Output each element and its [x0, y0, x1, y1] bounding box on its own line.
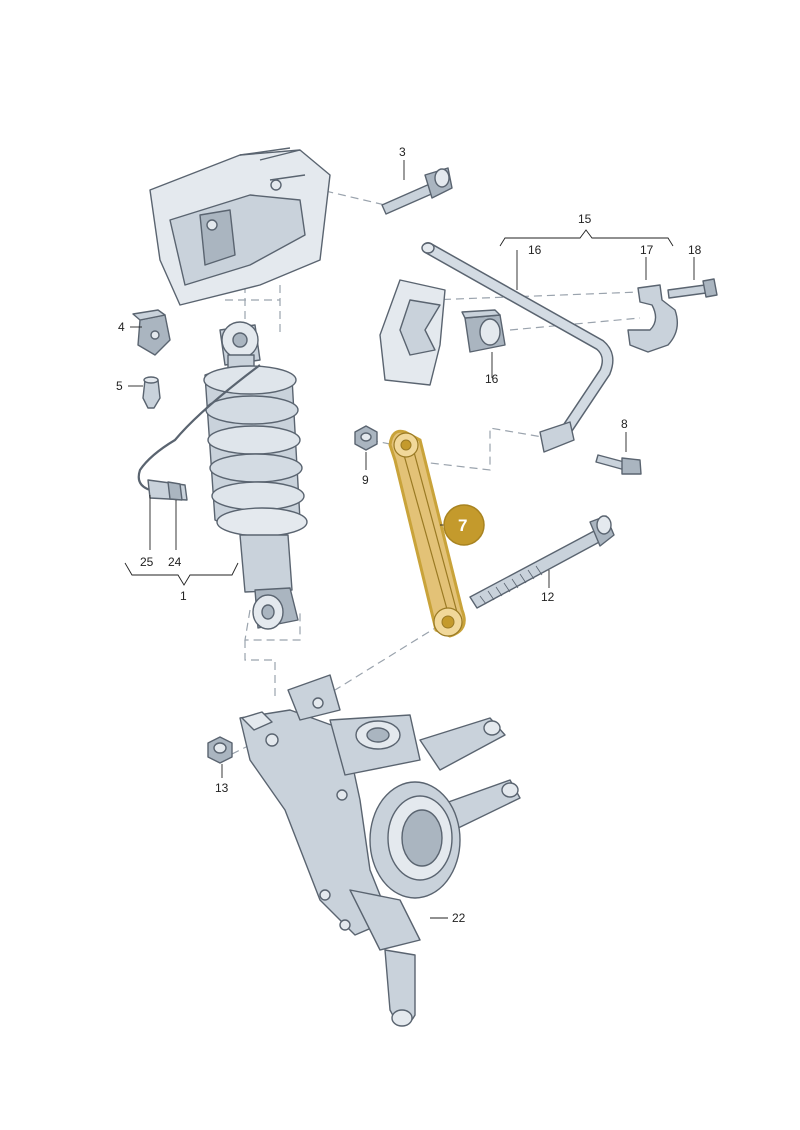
part-16-bush — [461, 309, 506, 353]
label-13: 13 — [215, 781, 229, 795]
label-16-top: 16 — [528, 243, 542, 257]
label-1: 1 — [180, 589, 187, 603]
label-22: 22 — [452, 911, 466, 925]
part-18-bolt — [667, 278, 718, 299]
label-5: 5 — [116, 379, 123, 393]
part-22-wheel-bearing-housing — [239, 674, 521, 1027]
part-3-bolt — [381, 167, 453, 215]
label-16-bottom: 16 — [485, 372, 499, 386]
part-1-shock-absorber — [203, 321, 308, 630]
label-12: 12 — [541, 590, 555, 604]
label-25: 25 — [140, 555, 154, 569]
part-9-nut — [354, 425, 378, 451]
label-24: 24 — [168, 555, 182, 569]
part-13-nut — [207, 736, 233, 764]
highlight-label: 7 — [458, 516, 467, 535]
part-8-bolt — [595, 454, 642, 475]
label-17: 17 — [640, 243, 654, 257]
part-5-clip — [142, 376, 161, 409]
label-4: 4 — [118, 320, 125, 334]
bracket-plate — [379, 279, 446, 386]
label-18: 18 — [688, 243, 702, 257]
leader-lines — [124, 160, 695, 919]
label-15: 15 — [578, 212, 592, 226]
part-16-stabilizer-bar — [421, 242, 614, 453]
label-9: 9 — [362, 473, 369, 487]
body-frame — [149, 147, 331, 306]
part-4-bump-stop — [132, 309, 171, 356]
part-labels: 3 15 16 17 18 4 5 16 8 9 25 24 1 12 13 2… — [116, 145, 702, 925]
label-3: 3 — [399, 145, 406, 159]
part-12-long-bolt — [469, 515, 615, 609]
part-24-25-sensor-wire — [137, 364, 261, 501]
part-7-link-rod[interactable] — [388, 429, 466, 638]
highlight-badge-7[interactable]: 7 — [443, 504, 485, 546]
label-8: 8 — [621, 417, 628, 431]
part-17-clamp — [627, 284, 678, 353]
